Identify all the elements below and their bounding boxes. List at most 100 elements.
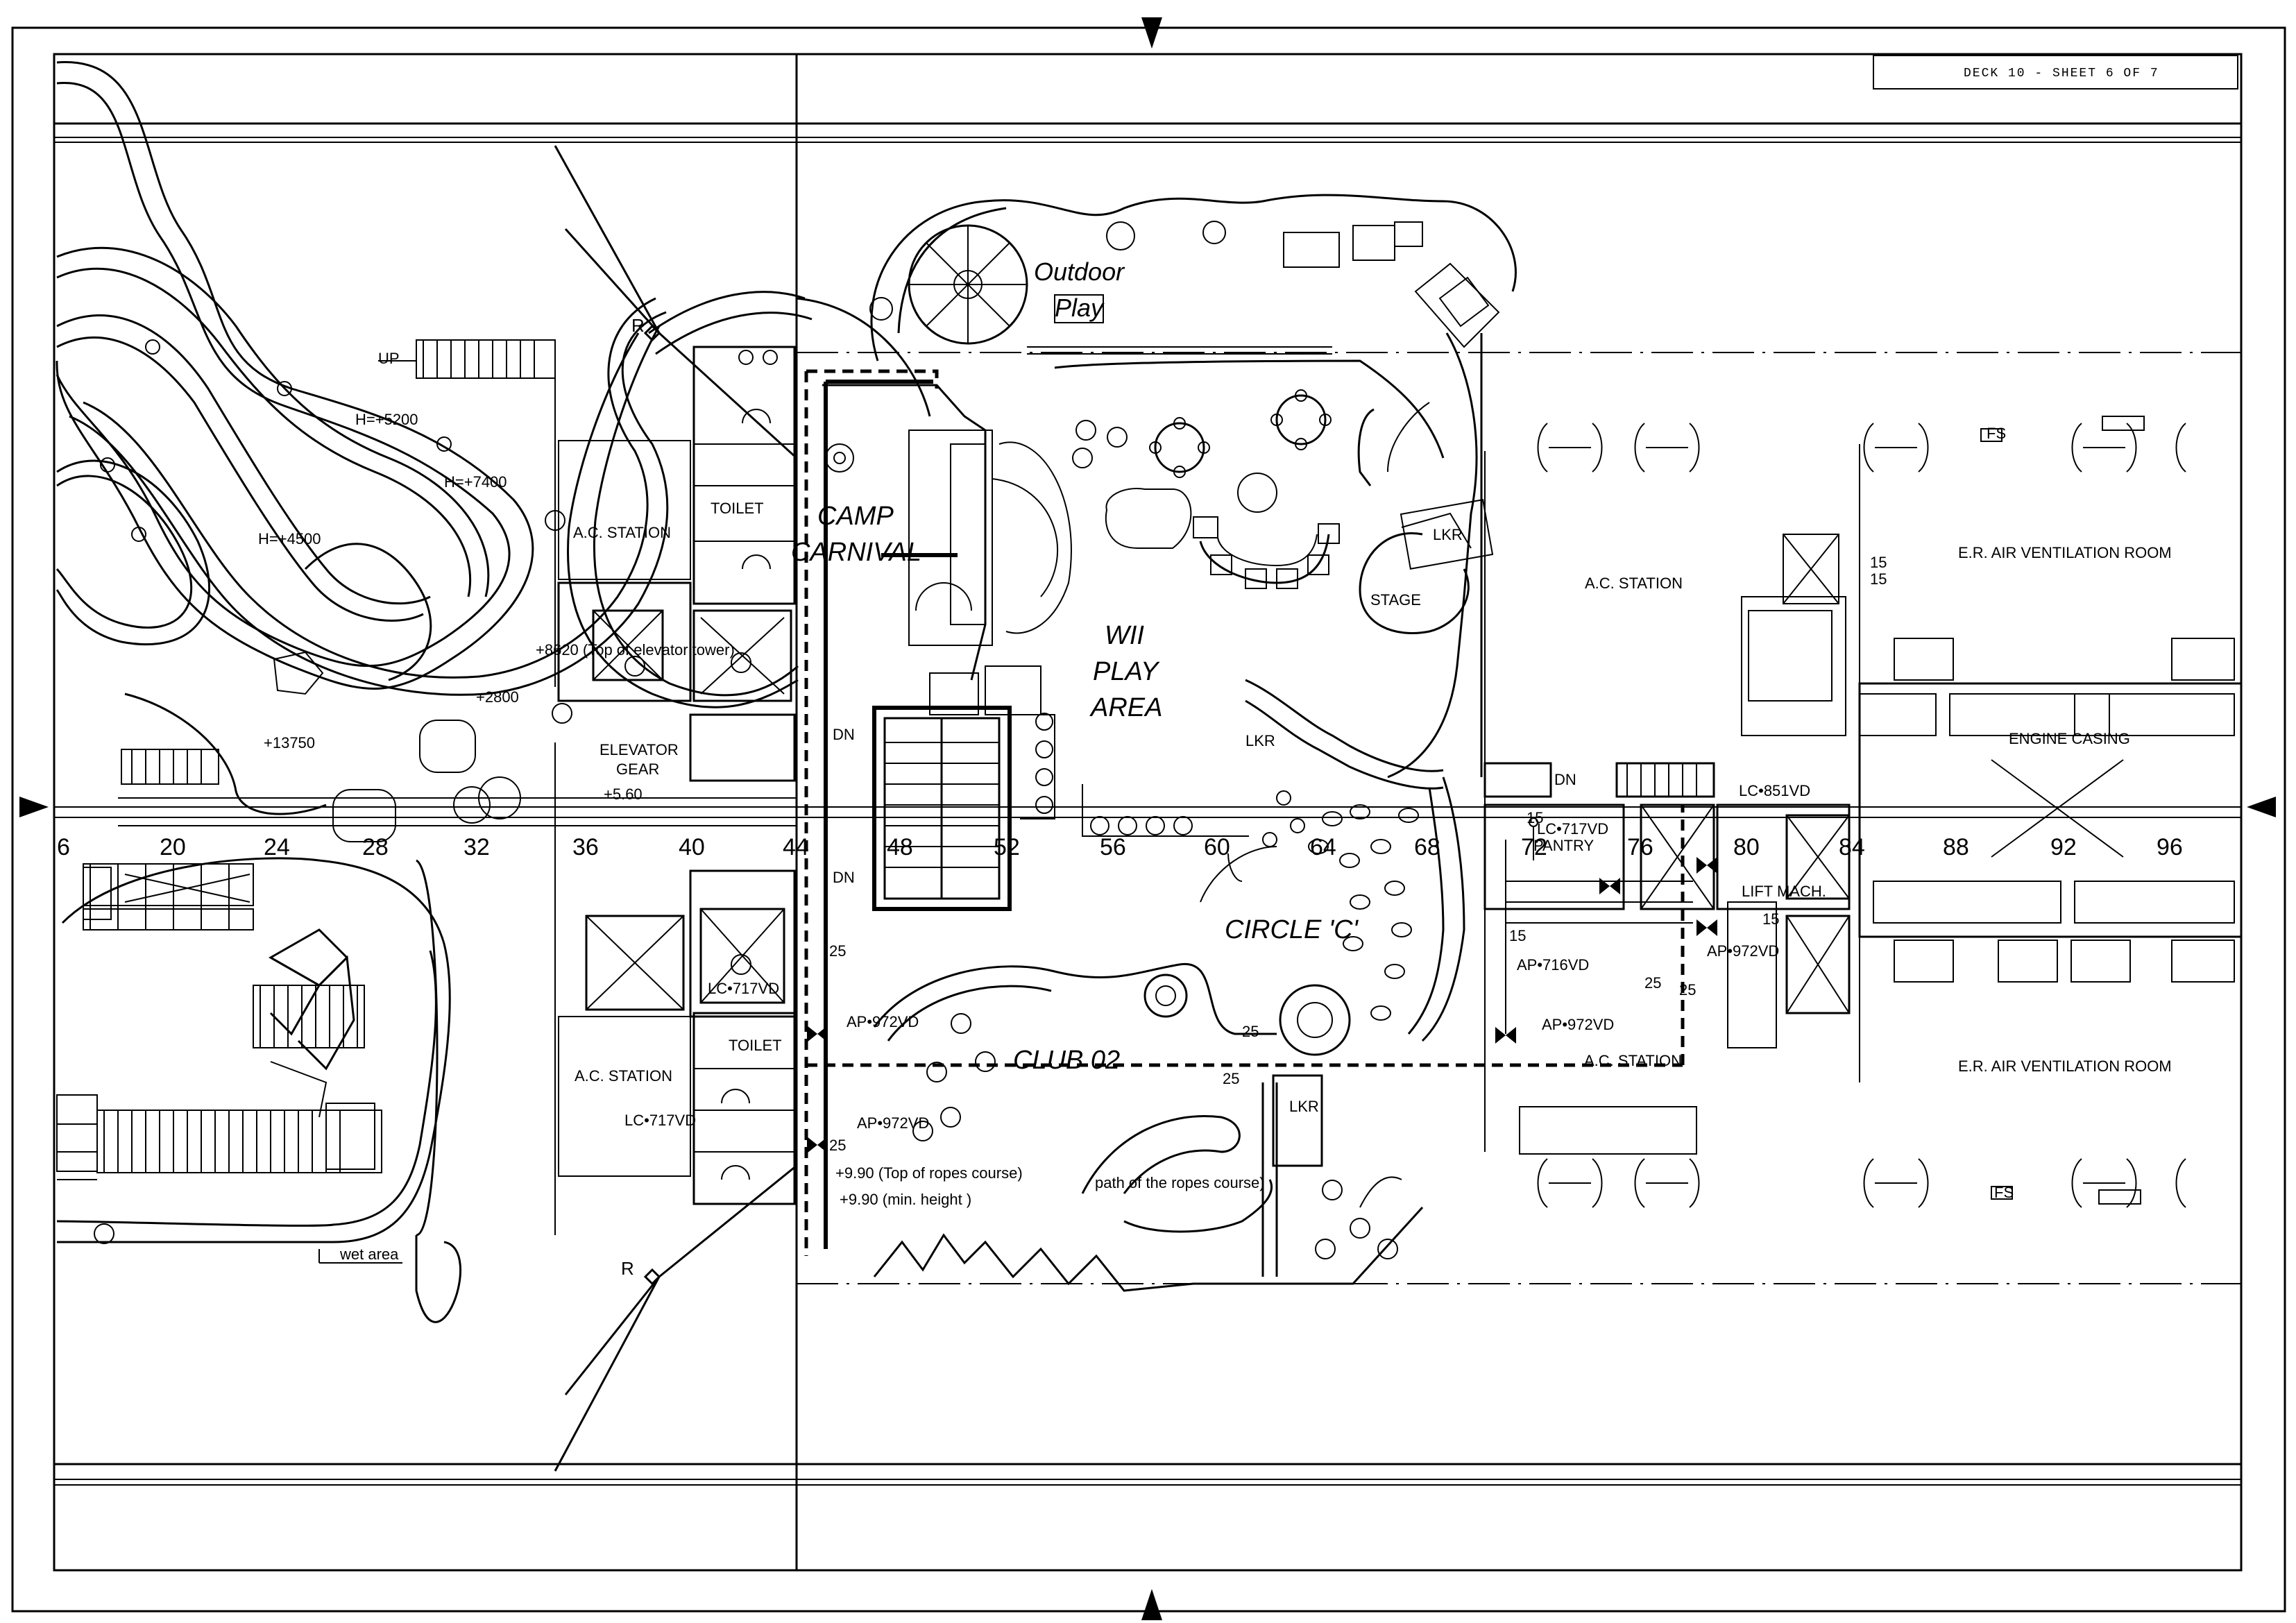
pipe-size-15: 15 [1762,910,1779,928]
ropes-course: wet area [56,857,451,1264]
grid-number: 28 [362,834,389,860]
centerline [54,352,2241,1284]
pipe-size-15: 15 [1509,927,1526,944]
elevation-ropes-top: +9.90 (Top of ropes course) [835,1164,1023,1182]
pipe-size-15: 15 [1870,570,1887,588]
elevation-ropes-min: +9.90 (min. height ) [840,1191,971,1208]
r-marker-top: R [631,315,645,336]
elevation-p2800: +2800 [476,688,519,706]
pantry-label: PANTRY [1533,837,1595,854]
fs-tag: FS [1987,425,2006,442]
central-stair: DN DN [833,706,1055,911]
ac-station-label: A.C. STATION [1585,575,1683,592]
lc717-tag: LC•717VD [624,1112,696,1129]
equipment-tags: AP•972VD AP•972VD AP•972VD AP•972VD AP•7… [807,425,2014,1201]
er-ventilation-label: E.R. AIR VENTILATION ROOM [1958,1057,2172,1075]
camp-carnival-room: CAMP CARNIVAL [791,384,1072,715]
right-section: DN PANTRY LIFT MACH. A.C. STATION A.C. S… [1483,416,2243,1208]
lkr-label: LKR [1433,526,1463,543]
toilet-label: TOILET [711,500,764,517]
grid-number: 36 [572,834,599,860]
stage-label: STAGE [1370,591,1421,609]
sheet-frame [11,17,2286,1620]
outdoor-play-label: Outdoor [1034,257,1125,286]
grid-number: 80 [1733,834,1760,860]
wii-play-area-label: PLAY [1093,657,1160,686]
club-02-label: CLUB 02 [1013,1046,1120,1075]
pipe-size-25: 25 [1242,1023,1259,1040]
grid-number: 40 [679,834,705,860]
club-02-area: CLUB 02 [873,962,1424,1292]
stage-area: STAGE LKR LKR LKR [1245,332,1494,1115]
grid-number: 56 [1100,834,1126,860]
title-block-text: DECK 10 - SHEET 6 OF 7 [1964,67,2159,80]
dn-label: DN [1554,771,1576,788]
lc717-tag: LC•717VD [1537,820,1608,838]
zone-boundary [804,369,1685,1256]
pipe-size-25: 25 [1223,1070,1239,1087]
pipe-size-25: 25 [1679,981,1696,999]
ap972-tag: AP•972VD [857,1114,929,1132]
elevation-top-elevator: +8620 (Top of elevator tower) [536,641,735,658]
lkr-label: LKR [1245,732,1275,749]
elevation-p560: +5.60 [604,785,643,803]
up-label: UP [378,350,400,367]
grid-number: 60 [1204,834,1230,860]
ac-station-label: A.C. STATION [575,1067,672,1085]
elevation-tags: H=+5200 H=+7400 H=+4500 +8620 (Top of el… [258,411,1265,1208]
ac-station-label: A.C. STATION [1584,1052,1682,1069]
elevation-ropes-path: path of the ropes course) [1095,1174,1265,1191]
pipe-size-25: 25 [829,1137,846,1154]
wii-play-area-label: WII [1105,621,1144,650]
core-rooms: A.C. STATION A.C. STATION ELEVATOR GEAR … [557,440,796,1177]
lkr-label: LKR [1289,1098,1319,1115]
grid-number: 24 [264,834,290,860]
pipe-size-15: 15 [1870,554,1887,571]
ac-station-label: A.C. STATION [573,524,671,541]
circle-c-label: CIRCLE 'C' [1225,915,1359,944]
lift-machinery-label: LIFT MACH. [1742,883,1826,900]
pipe-size-25: 25 [1644,974,1661,992]
toilets: TOILET TOILET [692,346,796,1205]
grid-number: 96 [2157,834,2183,860]
grid-number: 6 [57,834,70,860]
wii-play-area-label: AREA [1089,693,1162,722]
toilet-label: TOILET [729,1037,782,1054]
grid-number: 88 [1943,834,1969,860]
engine-casing-label: ENGINE CASING [2009,730,2130,747]
elevator-gear-label: GEAR [616,760,659,778]
grid-number: 84 [1839,834,1865,860]
lc717-tag: LC•717VD [708,980,779,997]
grid-number: 32 [464,834,490,860]
pipe-size-25: 25 [829,942,846,960]
grid-number: 64 [1310,834,1336,860]
structural-lines: R R UP [118,145,798,1472]
camp-carnival-label: CAMP [817,502,894,531]
er-ventilation-label: E.R. AIR VENTILATION ROOM [1958,544,2172,561]
ap972-tag: AP•972VD [1707,942,1779,960]
dn-label: DN [833,869,855,886]
elevation-h5200: H=+5200 [355,411,418,428]
water-slides [56,61,931,1244]
camp-carnival-label: CARNIVAL [791,538,921,567]
elevation-h4500: H=+4500 [258,530,321,547]
elevation-p13750: +13750 [264,734,315,751]
grid-number: 92 [2050,834,2077,860]
wet-area-label: wet area [339,1246,399,1263]
dn-label: DN [833,726,855,743]
ap972-tag: AP•972VD [1542,1016,1614,1033]
ap972-tag: AP•972VD [847,1013,919,1030]
r-marker-bottom: R [621,1258,634,1279]
grid-number: 20 [160,834,186,860]
ap716-tag: AP•716VD [1517,956,1589,974]
elevator-gear-label: ELEVATOR [599,741,679,758]
circle-c-area: CIRCLE 'C' [1200,776,1465,1042]
wii-play-area: WII PLAY AREA [1054,359,1445,837]
fs-tag: FS [1994,1184,2014,1201]
outdoor-play-label: Play [1055,294,1105,322]
grid-numbers: 6 20 24 28 32 36 40 44 48 52 56 60 64 68… [57,834,2183,860]
elevation-h7400: H=+7400 [444,473,507,491]
lc851-tag: LC•851VD [1739,782,1810,799]
outdoor-play-area: Outdoor Play [869,194,1517,362]
